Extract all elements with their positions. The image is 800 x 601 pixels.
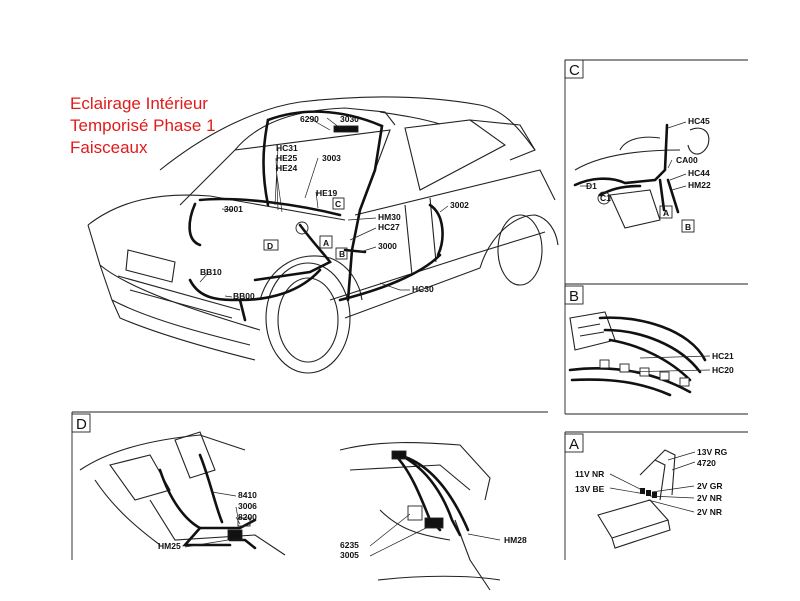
label-3005: 3005	[340, 550, 359, 560]
label-6290: 6290	[300, 114, 319, 124]
panel-c-drawing	[573, 121, 710, 233]
label-panel-c-b: B	[685, 222, 691, 232]
label-3003: 3003	[322, 153, 341, 163]
label-2v-nr-2: 2V NR	[697, 507, 722, 517]
panel-c-letter: C	[569, 62, 580, 79]
label-hc45: HC45	[688, 116, 710, 126]
label-4720: 4720	[697, 458, 716, 468]
main-leader-lines	[199, 117, 449, 298]
label-6235: 6235	[340, 540, 359, 550]
panel-a-letter: A	[569, 436, 579, 453]
diagram-title-line3: Faisceaux	[70, 138, 148, 157]
label-c: C	[335, 199, 341, 209]
panel-frames	[71, 59, 748, 560]
label-b: B	[339, 249, 345, 259]
label-d1: D1	[586, 181, 597, 191]
panel-a-drawing	[597, 449, 696, 549]
panel-letter-b: B	[564, 285, 584, 305]
label-bb00: BB00	[233, 291, 255, 301]
label-13v-be: 13V BE	[575, 484, 605, 494]
panel-a-labels: 13V RG 4720 11V NR 13V BE 2V GR 2V NR 2V…	[575, 447, 728, 517]
car-body-outline	[87, 96, 559, 374]
main-connector-boxes	[263, 125, 359, 260]
panel-b-letter: B	[569, 288, 579, 305]
label-3002: 3002	[450, 200, 469, 210]
main-labels: 6290 3030 HC31 HE25 HE24 3003 HE19 3001 …	[200, 114, 469, 301]
label-3000: 3000	[378, 241, 397, 251]
label-hc31: HC31	[276, 143, 298, 153]
panel-c-labels: HC45 CA00 HC44 HM22 D1 C1 A B	[586, 116, 711, 232]
panel-letter-c: C	[564, 59, 584, 79]
label-he24: HE24	[276, 163, 298, 173]
bottom-middle-drawing	[339, 442, 501, 591]
panel-d-letter: D	[76, 416, 87, 433]
label-hm22: HM22	[688, 180, 711, 190]
diagram-title-line1: Eclairage Intérieur	[70, 94, 208, 113]
label-13v-rg: 13V RG	[697, 447, 728, 457]
label-hc30: HC30	[412, 284, 434, 294]
panel-b-drawing	[568, 311, 711, 397]
label-he19: HE19	[316, 188, 338, 198]
label-d: D	[267, 241, 273, 251]
panel-b-labels: HC21 HC20	[712, 351, 734, 375]
panel-letter-d: D	[71, 413, 91, 433]
diagram-title-line2: Temporisé Phase 1	[70, 116, 216, 135]
label-panel-c-a: A	[663, 208, 669, 218]
panel-letter-a: A	[564, 433, 584, 453]
bottom-middle-labels: 6235 3005 HM28	[340, 535, 527, 560]
main-harness	[188, 110, 444, 322]
label-hc20: HC20	[712, 365, 734, 375]
label-3030: 3030	[340, 114, 359, 124]
label-hc27: HC27	[378, 222, 400, 232]
label-hm25: HM25	[158, 541, 181, 551]
label-he25: HE25	[276, 153, 298, 163]
label-2v-gr: 2V GR	[697, 481, 723, 491]
label-a: A	[323, 238, 329, 248]
label-11v-nr: 11V NR	[575, 469, 604, 479]
label-3006: 3006	[238, 501, 257, 511]
label-hm30: HM30	[378, 212, 401, 222]
label-bb10: BB10	[200, 267, 222, 277]
label-hm28: HM28	[504, 535, 527, 545]
panel-d-labels: 8410 3006 8200 HM25	[158, 490, 257, 551]
label-2v-nr-1: 2V NR	[697, 493, 722, 503]
label-c1: C1	[600, 193, 611, 203]
panel-d-drawing	[79, 431, 286, 556]
label-8410: 8410	[238, 490, 257, 500]
label-ca00: CA00	[676, 155, 698, 165]
label-hc44: HC44	[688, 168, 710, 178]
label-3001: 3001	[224, 204, 243, 214]
label-8200: 8200	[238, 512, 257, 522]
label-hc21: HC21	[712, 351, 734, 361]
